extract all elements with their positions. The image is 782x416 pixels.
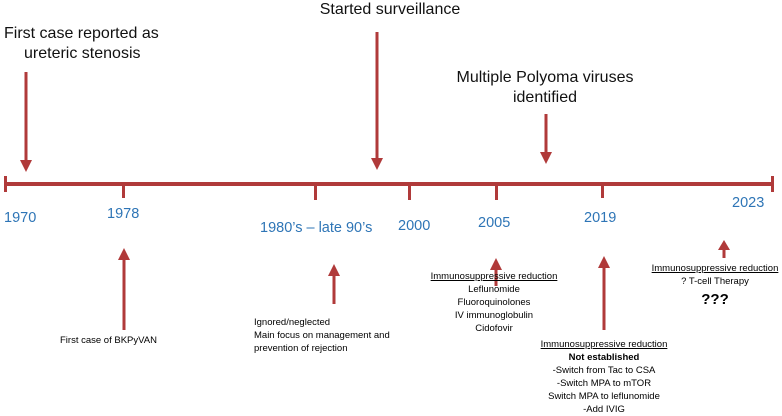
first-case-line1: First case reported as <box>4 25 159 42</box>
arrow-polyoma <box>540 114 552 164</box>
first-case-line2: ureteric stenosis <box>24 45 141 62</box>
note-2019-item: -Add IVIG <box>583 404 625 415</box>
note-2005-item: Leflunomide <box>468 284 520 295</box>
note-2019-item: -Switch MPA to mTOR <box>556 378 652 389</box>
arrow-surveillance <box>371 32 383 170</box>
arrow-2023 <box>718 240 730 258</box>
note-2023: Immunosuppressive reduction ? T-cell The… <box>650 262 780 310</box>
year-2005: 2005 <box>478 215 511 231</box>
note-2019: Immunosuppressive reduction Not establis… <box>530 338 678 416</box>
polyoma-line1: Multiple Polyoma viruses <box>456 69 634 86</box>
year-2023: 2023 <box>732 195 765 211</box>
note-2005-item: Cidofovir <box>475 323 513 334</box>
note-2019-heading: Immunosuppressive reduction <box>540 339 668 350</box>
note-2023-item: ? T-cell Therapy <box>681 276 749 287</box>
arrow-2005 <box>490 258 502 286</box>
note-2019-item: Switch MPA to leflunomide <box>548 391 660 402</box>
arrow-2019 <box>598 256 610 330</box>
tick-2000 <box>408 186 411 200</box>
note-2005-item: IV immunoglobulin <box>454 310 534 321</box>
tick-1970 <box>4 176 7 192</box>
note-neglected: Ignored/neglected Main focus on manageme… <box>254 316 390 355</box>
surveillance-annotation: Started surveillance <box>319 1 461 18</box>
year-2000: 2000 <box>398 218 431 234</box>
polyoma-annotation: Multiple Polyoma viruses identified <box>450 68 640 108</box>
polyoma-line2: identified <box>512 89 578 106</box>
tick-1980s <box>314 186 317 200</box>
tick-2005 <box>495 186 498 200</box>
note-2005: Immunosuppressive reduction Leflunomide … <box>420 270 568 335</box>
neglected-line1: Ignored/neglected <box>254 317 331 328</box>
note-2005-item: Fluoroquinolones <box>457 297 531 308</box>
first-case-annotation: First case reported as ureteric stenosis <box>4 24 164 64</box>
note-2019-item: -Switch from Tac to CSA <box>552 365 656 376</box>
note-bkpyvan: First case of BKPyVAN <box>60 335 157 346</box>
arrow-1978 <box>118 248 130 330</box>
note-2023-heading: Immunosuppressive reduction <box>651 263 779 274</box>
note-2005-heading: Immunosuppressive reduction <box>430 271 558 282</box>
tick-2023 <box>771 176 774 192</box>
arrow-first-case <box>20 72 32 172</box>
year-1978: 1978 <box>107 206 140 222</box>
neglected-line3: prevention of rejection <box>254 343 348 354</box>
year-2019: 2019 <box>584 210 617 226</box>
note-2023-question: ??? <box>701 291 729 308</box>
year-1980s: 1980’s – late 90’s <box>260 220 373 236</box>
note-2019-bold: Not established <box>568 352 640 363</box>
timeline-bar <box>4 182 774 186</box>
arrow-1980s <box>328 264 340 304</box>
tick-1978 <box>122 186 125 198</box>
tick-2019 <box>601 186 604 198</box>
year-1970: 1970 <box>4 210 37 226</box>
neglected-line2: Main focus on management and <box>254 330 390 341</box>
